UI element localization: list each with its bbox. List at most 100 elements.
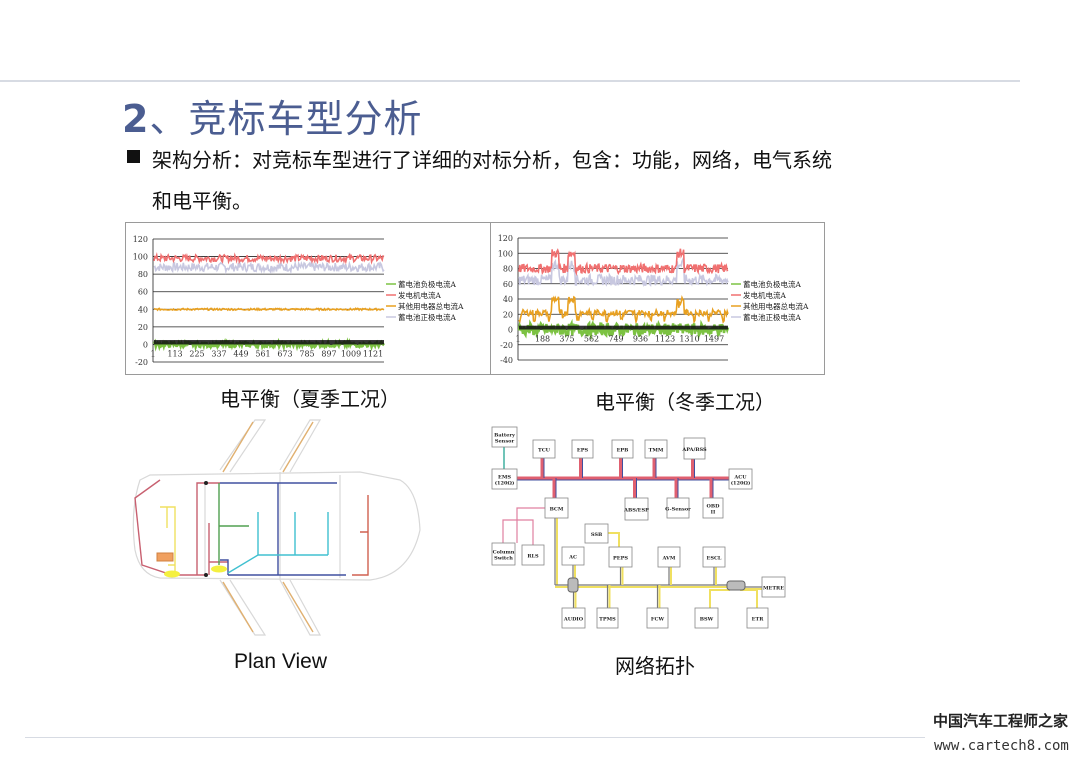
network-node-label: FCW [651, 617, 665, 623]
network-node: AC [561, 546, 585, 566]
x-tick-label: 897 [321, 349, 336, 358]
zero-band [154, 340, 384, 345]
y-tick-label: 120 [133, 235, 148, 244]
x-tick-label: 1 [150, 349, 155, 358]
network-node: METRE [761, 576, 786, 598]
y-tick-label: -20 [500, 341, 513, 350]
y-tick-label: 40 [503, 295, 513, 304]
network-node-label: EMS [498, 475, 511, 481]
title-text: 、竞标车型分析 [149, 97, 423, 141]
legend-label: 蓄电池负极电流A [398, 279, 456, 289]
caption-winter: 电平衡（冬季工况） [595, 390, 775, 414]
network-node-label: EPS [577, 448, 589, 454]
connector-icon [211, 565, 227, 573]
x-tick-label: 113 [167, 349, 182, 358]
title-number: 2 [122, 97, 150, 141]
network-node-label: Battery [494, 433, 516, 439]
network-node: AVM [657, 546, 681, 568]
network-node-label: TPMS [599, 617, 616, 623]
network-node-label: ETR [752, 617, 765, 623]
network-node: APA/BSS [681, 437, 707, 460]
network-node-label: G-Sensor [665, 507, 691, 513]
series-line-3 [518, 257, 729, 288]
x-tick-label: 375 [559, 335, 574, 344]
network-node-label: Column [493, 550, 515, 556]
y-tick-label: 80 [138, 270, 148, 279]
x-tick-label: 673 [277, 349, 292, 358]
legend-label: 发电机电流A [398, 290, 441, 300]
network-node: G-Sensor [665, 497, 691, 519]
zero-band [519, 325, 728, 330]
watermark-logo-text: 中国汽车工程师之家 [933, 712, 1069, 730]
x-tick-label: 1310 [679, 335, 699, 344]
legend-label: 蓄电池正极电流A [743, 312, 801, 322]
slide-title: 2、竞标车型分析 [122, 88, 422, 143]
series-line-3 [153, 259, 385, 275]
x-tick-label: 562 [584, 335, 599, 344]
network-node-label: METRE [763, 586, 784, 592]
x-tick-label: 1121 [363, 349, 383, 358]
network-node: AUDIO [561, 607, 586, 629]
caption-network: 网络拓扑 [615, 654, 695, 678]
caption-summer: 电平衡（夏季工况） [220, 387, 400, 411]
network-node: ACU(120Ω) [728, 468, 753, 490]
series-line-2 [153, 306, 385, 312]
network-node-label: PEPS [613, 556, 628, 562]
series-line-2 [518, 294, 729, 325]
x-tick-label: 449 [233, 349, 248, 358]
network-node: PEPS [608, 546, 633, 568]
network-node: ETR [746, 607, 769, 629]
x-tick-label: 1 [515, 335, 520, 344]
x-tick-label: 785 [299, 349, 314, 358]
network-node: EPS [571, 439, 594, 459]
network-node: ESCL [702, 546, 726, 568]
network-node: RLS [521, 544, 545, 566]
y-tick-label: 20 [138, 323, 148, 332]
network-node: ABS/ESP [623, 497, 649, 521]
network-node-label: OBD [707, 504, 721, 510]
network-node-label: AVM [662, 556, 676, 562]
network-node-label: TMM [649, 448, 664, 454]
legend-label: 发电机电流A [743, 290, 786, 300]
gateway-icon [726, 580, 746, 591]
network-node-label: RLS [527, 554, 539, 560]
network-node-label: ACU [733, 475, 747, 481]
y-tick-label: 120 [498, 234, 513, 243]
module-icon [156, 552, 174, 562]
network-node-label: ABS/ESP [623, 508, 649, 514]
x-tick-label: 936 [633, 335, 648, 344]
network-node: EMS(120Ω) [491, 468, 518, 490]
y-tick-label: 60 [503, 280, 513, 289]
x-tick-label: 225 [189, 349, 204, 358]
y-tick-label: 40 [138, 305, 148, 314]
network-node: TCU [532, 439, 556, 459]
network-node-label: II [711, 510, 716, 516]
y-tick-label: 0 [508, 326, 513, 335]
x-tick-label: 749 [608, 335, 623, 344]
y-tick-label: 60 [138, 288, 148, 297]
network-node: SSB [584, 523, 609, 544]
x-tick-label: 337 [211, 349, 226, 358]
series-line-1 [518, 248, 729, 277]
legend-label: 其他用电器总电流A [398, 301, 464, 311]
x-tick-label: 561 [255, 349, 270, 358]
y-tick-label: 0 [143, 340, 148, 349]
network-node-label: Sensor [495, 439, 515, 445]
network-node-label: EPB [617, 448, 629, 454]
legend-label: 蓄电池负极电流A [743, 279, 801, 289]
network-node-label: AC [568, 555, 577, 561]
network-node: BSW [694, 607, 719, 629]
network-node: TPMS [596, 607, 619, 629]
legend-label: 其他用电器总电流A [743, 301, 809, 311]
bullet-text-line2: 和电平衡。 [152, 189, 252, 213]
y-tick-label: 100 [498, 249, 513, 258]
network-node-label: BCM [550, 507, 564, 513]
network-node-label: (120Ω) [731, 480, 751, 487]
network-node: EPB [611, 439, 634, 459]
